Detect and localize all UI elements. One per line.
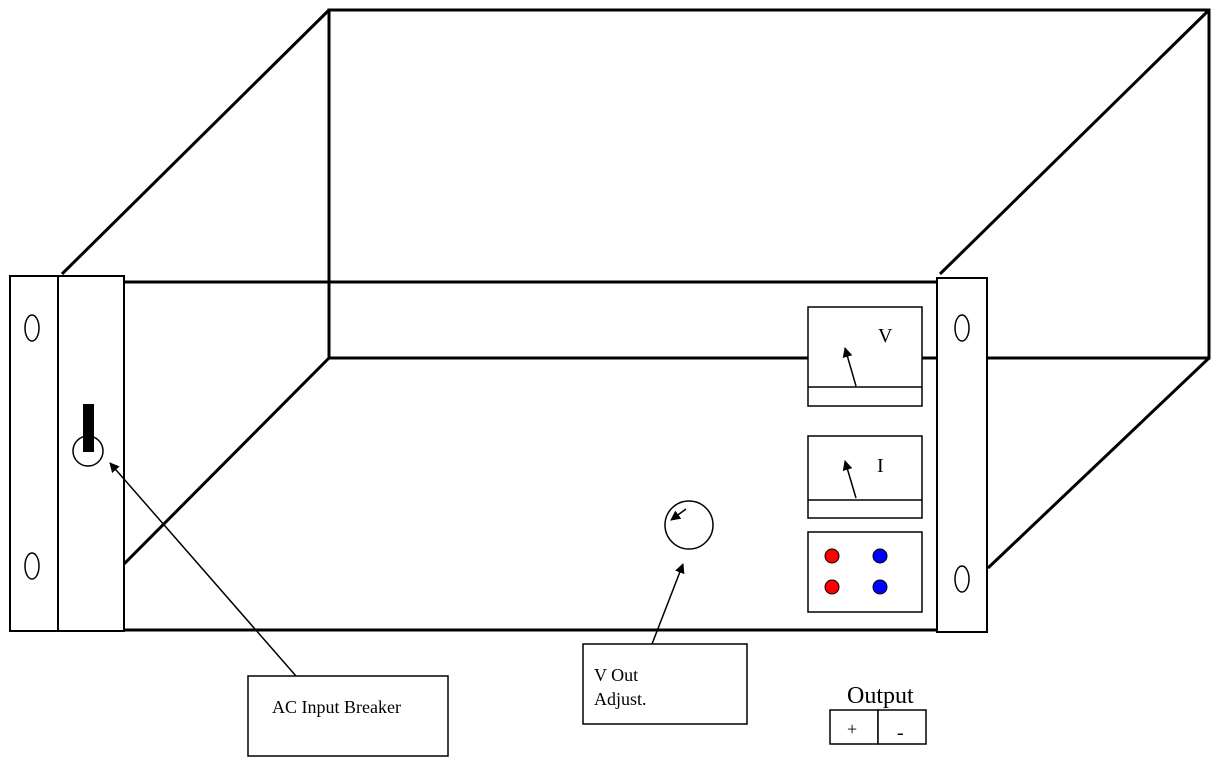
breaker-callout: AC Input Breaker	[247, 675, 449, 757]
output-minus-cell	[877, 709, 927, 745]
output-legend: Output + -	[829, 683, 927, 745]
breaker-callout-label: AC Input Breaker	[272, 697, 401, 717]
adjust-callout-label-line2: Adjust.	[594, 689, 647, 709]
mounting-slot-icon	[954, 314, 970, 342]
chassis-depth-edge-bottom-right	[986, 356, 1211, 570]
current-meter: I	[807, 435, 923, 519]
right-rack-ear	[936, 277, 988, 633]
meter-needle-icon	[842, 460, 857, 499]
chassis-depth-edge-top-right	[938, 8, 1211, 276]
output-plus-label: +	[847, 719, 857, 739]
output-legend-title: Output	[847, 683, 914, 709]
adjust-callout-label-line1: V Out	[594, 665, 638, 685]
negative-binding-post-icon[interactable]	[872, 548, 888, 564]
mounting-slot-icon	[24, 552, 40, 580]
output-plus-cell	[829, 709, 879, 745]
voltage-meter-label: V	[878, 325, 893, 347]
positive-binding-post-icon[interactable]	[824, 579, 840, 595]
adjust-callout: V Out Adjust.	[582, 643, 748, 725]
meter-needle-icon	[842, 347, 857, 387]
left-rack-ear	[9, 275, 125, 632]
mounting-slot-icon	[954, 565, 970, 593]
voltage-meter: V	[807, 306, 923, 407]
chassis-back-edge	[327, 8, 1211, 360]
chassis-depth-edge-top-left	[60, 8, 331, 276]
output-terminal-block	[807, 531, 923, 613]
toggle-switch-icon[interactable]	[72, 404, 104, 467]
rotary-knob-icon[interactable]	[664, 500, 714, 550]
positive-binding-post-icon[interactable]	[824, 548, 840, 564]
adjust-callout-arrow	[651, 563, 685, 645]
mounting-slot-icon	[24, 314, 40, 342]
current-meter-label: I	[877, 455, 884, 477]
breaker-callout-arrow	[109, 462, 297, 677]
negative-binding-post-icon[interactable]	[872, 579, 888, 595]
output-minus-label: -	[897, 722, 904, 744]
chassis-wireframe	[60, 8, 1211, 632]
chassis-depth-edge-bottom-left	[122, 356, 331, 566]
